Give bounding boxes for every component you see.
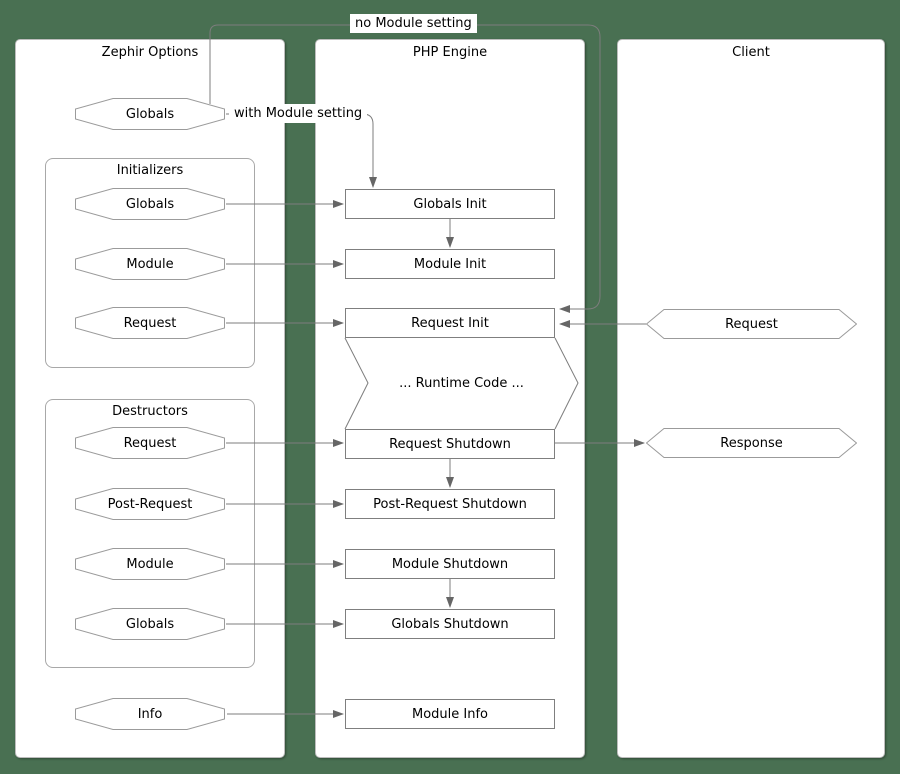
node-label: Response — [720, 435, 783, 451]
octagon-shape — [75, 608, 225, 640]
node-module-init: Module Init — [345, 249, 555, 279]
node-runtime-code: ... Runtime Code ... — [345, 371, 578, 395]
node-initializer-module: Module — [75, 248, 225, 280]
node-destructor-request: Request — [75, 427, 225, 459]
label-no-module-setting: no Module setting — [350, 14, 477, 33]
node-label: Globals — [125, 616, 175, 632]
node-destructor-globals: Globals — [75, 608, 225, 640]
panel-client: Client — [617, 39, 885, 758]
node-label: Request — [123, 315, 177, 331]
octagon-shape — [75, 248, 225, 280]
node-label: Module Shutdown — [391, 556, 509, 572]
node-label: Request — [725, 316, 778, 332]
node-post-request-shutdown: Post-Request Shutdown — [345, 489, 555, 519]
node-module-info: Module Info — [345, 699, 555, 729]
node-request-init: Request Init — [345, 308, 555, 338]
node-label: Info — [137, 706, 163, 722]
node-initializer-request: Request — [75, 307, 225, 339]
group-title-initializers: Initializers — [116, 163, 184, 178]
node-options-info: Info — [75, 698, 225, 730]
node-destructor-module: Module — [75, 548, 225, 580]
node-label: Request Init — [411, 315, 489, 331]
node-label: Module — [126, 556, 174, 572]
panel-title-client: Client — [732, 45, 770, 60]
node-label: Globals Shutdown — [391, 616, 509, 632]
node-client-response: Response — [646, 428, 857, 458]
node-label: Globals — [125, 196, 175, 212]
group-title-destructors: Destructors — [112, 404, 188, 419]
hexagon-shape — [646, 428, 857, 458]
node-client-request: Request — [646, 309, 857, 339]
node-destructor-post-request: Post-Request — [75, 488, 225, 520]
octagon-shape — [75, 427, 225, 459]
node-request-shutdown: Request Shutdown — [345, 429, 555, 459]
node-label: Request — [123, 435, 177, 451]
hexagon-shape — [646, 309, 857, 339]
node-label: Module Init — [413, 256, 487, 272]
node-module-shutdown: Module Shutdown — [345, 549, 555, 579]
node-label: ... Runtime Code ... — [399, 375, 524, 391]
node-label: Globals Init — [413, 196, 487, 212]
node-label: Post-Request Shutdown — [373, 496, 527, 512]
panel-title-php-engine: PHP Engine — [412, 45, 488, 60]
panel-php-engine: PHP Engine — [315, 39, 585, 758]
node-label: Request Shutdown — [389, 436, 511, 452]
octagon-shape — [75, 548, 225, 580]
node-label: Globals — [125, 106, 175, 122]
node-initializer-globals: Globals — [75, 188, 225, 220]
node-options-globals: Globals — [75, 98, 225, 130]
octagon-shape — [75, 698, 225, 730]
node-globals-init: Globals Init — [345, 189, 555, 219]
node-label: Module — [126, 256, 174, 272]
node-label: Post-Request — [107, 496, 193, 512]
node-globals-shutdown: Globals Shutdown — [345, 609, 555, 639]
octagon-shape — [75, 188, 225, 220]
octagon-shape — [75, 488, 225, 520]
node-label: Module Info — [411, 706, 488, 722]
octagon-shape — [75, 98, 225, 130]
panel-title-zephir-options: Zephir Options — [101, 45, 199, 60]
octagon-shape — [75, 307, 225, 339]
label-with-module-setting: with Module setting — [229, 104, 368, 123]
